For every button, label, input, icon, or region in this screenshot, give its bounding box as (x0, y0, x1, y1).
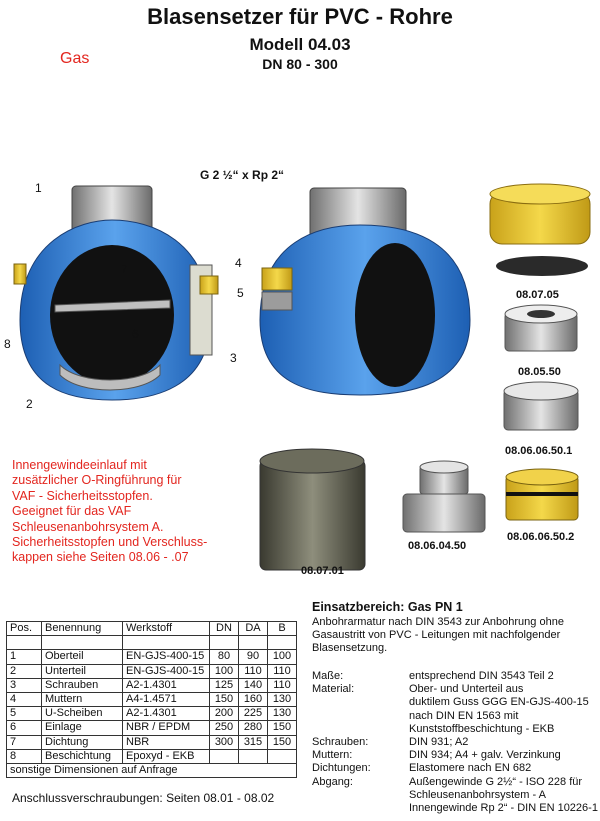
product-plug-yellow (505, 468, 579, 521)
callout-6: 6 (132, 327, 139, 341)
saddle-cutaway (13, 185, 219, 401)
spec-row: Schleusenanbohrsystem - A (409, 788, 546, 801)
table-footer-row: sonstige Dimensionen auf Anfrage (6, 762, 297, 779)
page-title: Blasensetzer für PVC - Rohre (147, 4, 453, 29)
callout-3: 3 (230, 351, 237, 365)
callout-2: 2 (26, 397, 33, 411)
spec-row: nach DIN EN 1563 mit (409, 709, 519, 722)
spec-row: duktilem Guss GGG EN-GJS-400-15 (409, 696, 589, 709)
thread-label: G 2 ½“ x Rp 2“ (200, 168, 285, 182)
saddle-assembled (259, 187, 471, 396)
callout-8: 8 (4, 337, 11, 351)
model-label: Modell 04.03 (249, 35, 351, 54)
medium-label: Gas (60, 50, 90, 67)
code-08-06-04-50: 08.06.04.50 (408, 540, 467, 552)
callout-1: 1 (35, 181, 42, 195)
code-08-06-06-50-2: 08.06.06.50.2 (507, 531, 575, 543)
product-cap-yellow (489, 183, 591, 245)
spec-row: Abgang:Außengewinde G 2½“ - ISO 228 für (312, 775, 583, 788)
spec-row: Kunststoffbeschichtung - EKB (409, 722, 555, 735)
spec-row: Schrauben:DIN 931; A2 (312, 736, 469, 749)
product-plug-2 (503, 381, 579, 431)
note-text: Innengewindeeinlauf mit zusätzlicher O-R… (12, 458, 208, 565)
spec-row: Material:Ober- und Unterteil aus (312, 683, 524, 696)
product-gasket (496, 256, 588, 276)
product-cylinder-dark (259, 448, 366, 571)
code-08-05-50: 08.05.50 (518, 366, 561, 378)
usage-title: Einsatzbereich: Gas PN 1 (312, 600, 463, 614)
code-08-07-05: 08.07.05 (516, 289, 559, 301)
product-plug-3 (402, 460, 486, 533)
table-row-spacer (6, 635, 297, 651)
table-header-row: Pos. Benennung Werkstoff DN DA B (6, 620, 297, 637)
callout-7: 7 (121, 262, 128, 276)
spec-list: Maße:entsprechend DIN 3543 Teil 2 Materi… (312, 670, 599, 815)
connections-note: Anschlussverschraubungen: Seiten 08.01 -… (12, 791, 275, 805)
callout-5: 5 (237, 286, 244, 300)
code-08-06-06-50-1: 08.06.06.50.1 (505, 445, 573, 457)
code-08-07-01: 08.07.01 (301, 565, 344, 577)
usage-description: Anbohrarmatur nach DIN 3543 zur Anbohrun… (312, 616, 564, 655)
spec-row: Muttern:DIN 934; A4 + galv. Verzinkung (312, 749, 561, 762)
spec-row: Innengewinde Rp 2“ - DIN EN 10226-1 (409, 802, 598, 815)
spec-row: Dichtungen:Elastomere nach EN 682 (312, 762, 532, 775)
product-drawing (13, 183, 591, 571)
product-plug-1 (504, 304, 578, 352)
dn-range: DN 80 - 300 (262, 56, 338, 72)
callout-4: 4 (235, 256, 242, 270)
spec-row: Maße:entsprechend DIN 3543 Teil 2 (312, 670, 554, 682)
